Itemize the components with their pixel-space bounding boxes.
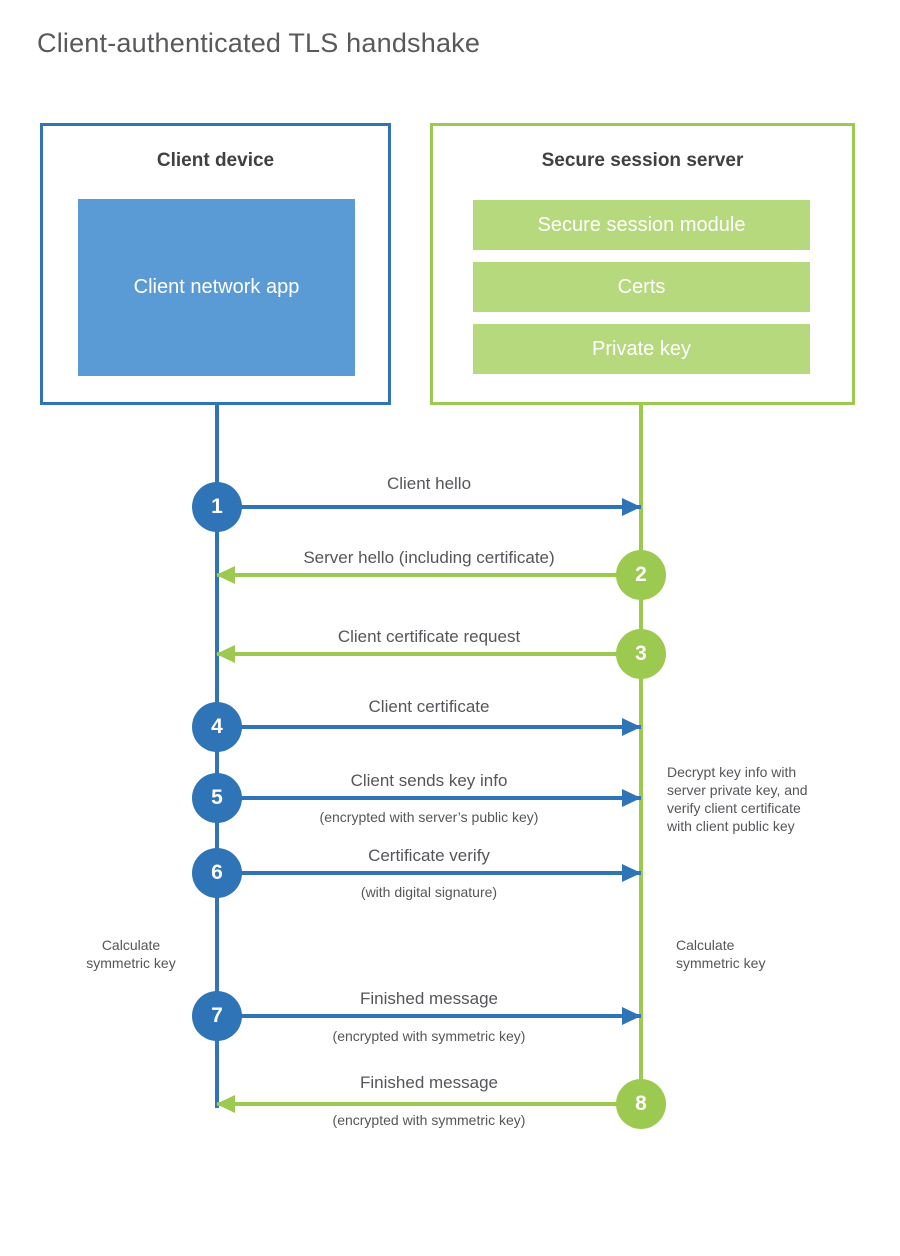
- arrowhead-right-icon: [622, 1007, 641, 1025]
- message-2-label: Server hello (including certificate): [303, 548, 555, 567]
- message-3-label: Client certificate request: [337, 627, 521, 646]
- step-5-badge: 5: [192, 773, 242, 823]
- server-lifeline: [639, 405, 643, 1104]
- step-3-badge: 3: [616, 629, 666, 679]
- message-7-sublabel: (encrypted with symmetric key): [332, 1028, 526, 1044]
- decrypt-key-note: Decrypt key info with server private key…: [667, 764, 808, 834]
- arrowhead-left-icon: [216, 566, 235, 584]
- message-8-label: Finished message: [360, 1073, 498, 1092]
- message-5-arrow: [217, 796, 641, 800]
- arrowhead-left-icon: [216, 645, 235, 663]
- arrowhead-right-icon: [622, 718, 641, 736]
- server-module-certs: Certs: [473, 262, 810, 312]
- message-6-sublabel: (with digital signature): [360, 884, 498, 900]
- message-7-label: Finished message: [360, 989, 498, 1008]
- step-1-badge: 1: [192, 482, 242, 532]
- step-2-badge: 2: [616, 550, 666, 600]
- message-8-arrow: [217, 1102, 641, 1106]
- message-1-label: Client hello: [386, 474, 472, 493]
- message-3-arrow: [217, 652, 641, 656]
- message-2-arrow: [217, 573, 641, 577]
- step-6-badge: 6: [192, 848, 242, 898]
- page-title: Client-authenticated TLS handshake: [37, 28, 481, 58]
- arrowhead-right-icon: [622, 789, 641, 807]
- step-8-badge: 8: [616, 1079, 666, 1129]
- step-4-badge: 4: [192, 702, 242, 752]
- message-4-label: Client certificate: [368, 697, 490, 716]
- step-7-badge: 7: [192, 991, 242, 1041]
- message-5-label: Client sends key info: [350, 771, 508, 790]
- message-5-sublabel: (encrypted with server’s public key): [319, 809, 539, 825]
- message-8-sublabel: (encrypted with symmetric key): [332, 1112, 526, 1128]
- message-7-arrow: [217, 1014, 641, 1018]
- server-module-secure-session: Secure session module: [473, 200, 810, 250]
- client-lifeline: [215, 405, 219, 1108]
- calculate-symmetric-key-note-client: Calculate symmetric key: [86, 937, 176, 971]
- message-4-arrow: [217, 725, 641, 729]
- message-6-arrow: [217, 871, 641, 875]
- message-6-label: Certificate verify: [368, 846, 490, 865]
- secure-session-server-title: Secure session server: [541, 150, 744, 171]
- arrowhead-left-icon: [216, 1095, 235, 1113]
- server-module-private-key: Private key: [473, 324, 810, 374]
- calculate-symmetric-key-note-server: Calculate symmetric key: [676, 937, 766, 971]
- message-1-arrow: [217, 505, 641, 509]
- client-network-app-box: Client network app: [78, 199, 355, 376]
- arrowhead-right-icon: [622, 498, 641, 516]
- arrowhead-right-icon: [622, 864, 641, 882]
- client-device-title: Client device: [156, 150, 275, 171]
